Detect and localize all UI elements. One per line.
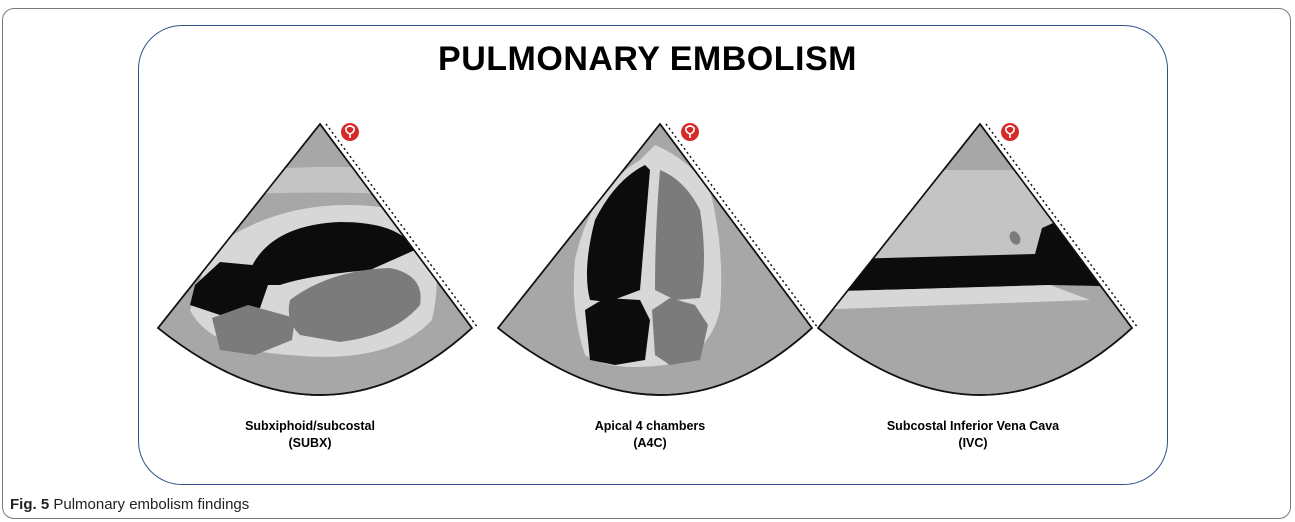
ivc-ultrasound-view [810,110,1140,400]
subx-ultrasound-view [150,110,480,400]
ivc-label-name: Subcostal Inferior Vena Cava [823,418,1123,435]
figure-caption-text: Pulmonary embolism findings [53,496,249,513]
probe-orientation-marker-icon [1001,123,1019,141]
figure-number: Fig. 5 [10,496,49,513]
a4c-label-abbr: (A4C) [500,435,800,452]
ivc-liver [810,170,1140,270]
a4c-right-atrium [585,298,650,365]
a4c-label: Apical 4 chambers (A4C) [500,418,800,452]
subx-label-name: Subxiphoid/subcostal [160,418,460,435]
probe-orientation-marker-icon [681,123,699,141]
subx-label: Subxiphoid/subcostal (SUBX) [160,418,460,452]
a4c-ultrasound-view [490,110,820,400]
ivc-label: Subcostal Inferior Vena Cava (IVC) [823,418,1123,452]
figure-caption: Fig. 5 Pulmonary embolism findings [10,496,249,513]
a4c-label-name: Apical 4 chambers [500,418,800,435]
subx-liver-band [230,167,410,195]
a4c-right-ventricle [587,165,650,302]
subx-label-abbr: (SUBX) [160,435,460,452]
probe-orientation-marker-icon [341,123,359,141]
ivc-label-abbr: (IVC) [823,435,1123,452]
diagram-title: PULMONARY EMBOLISM [0,40,1295,79]
